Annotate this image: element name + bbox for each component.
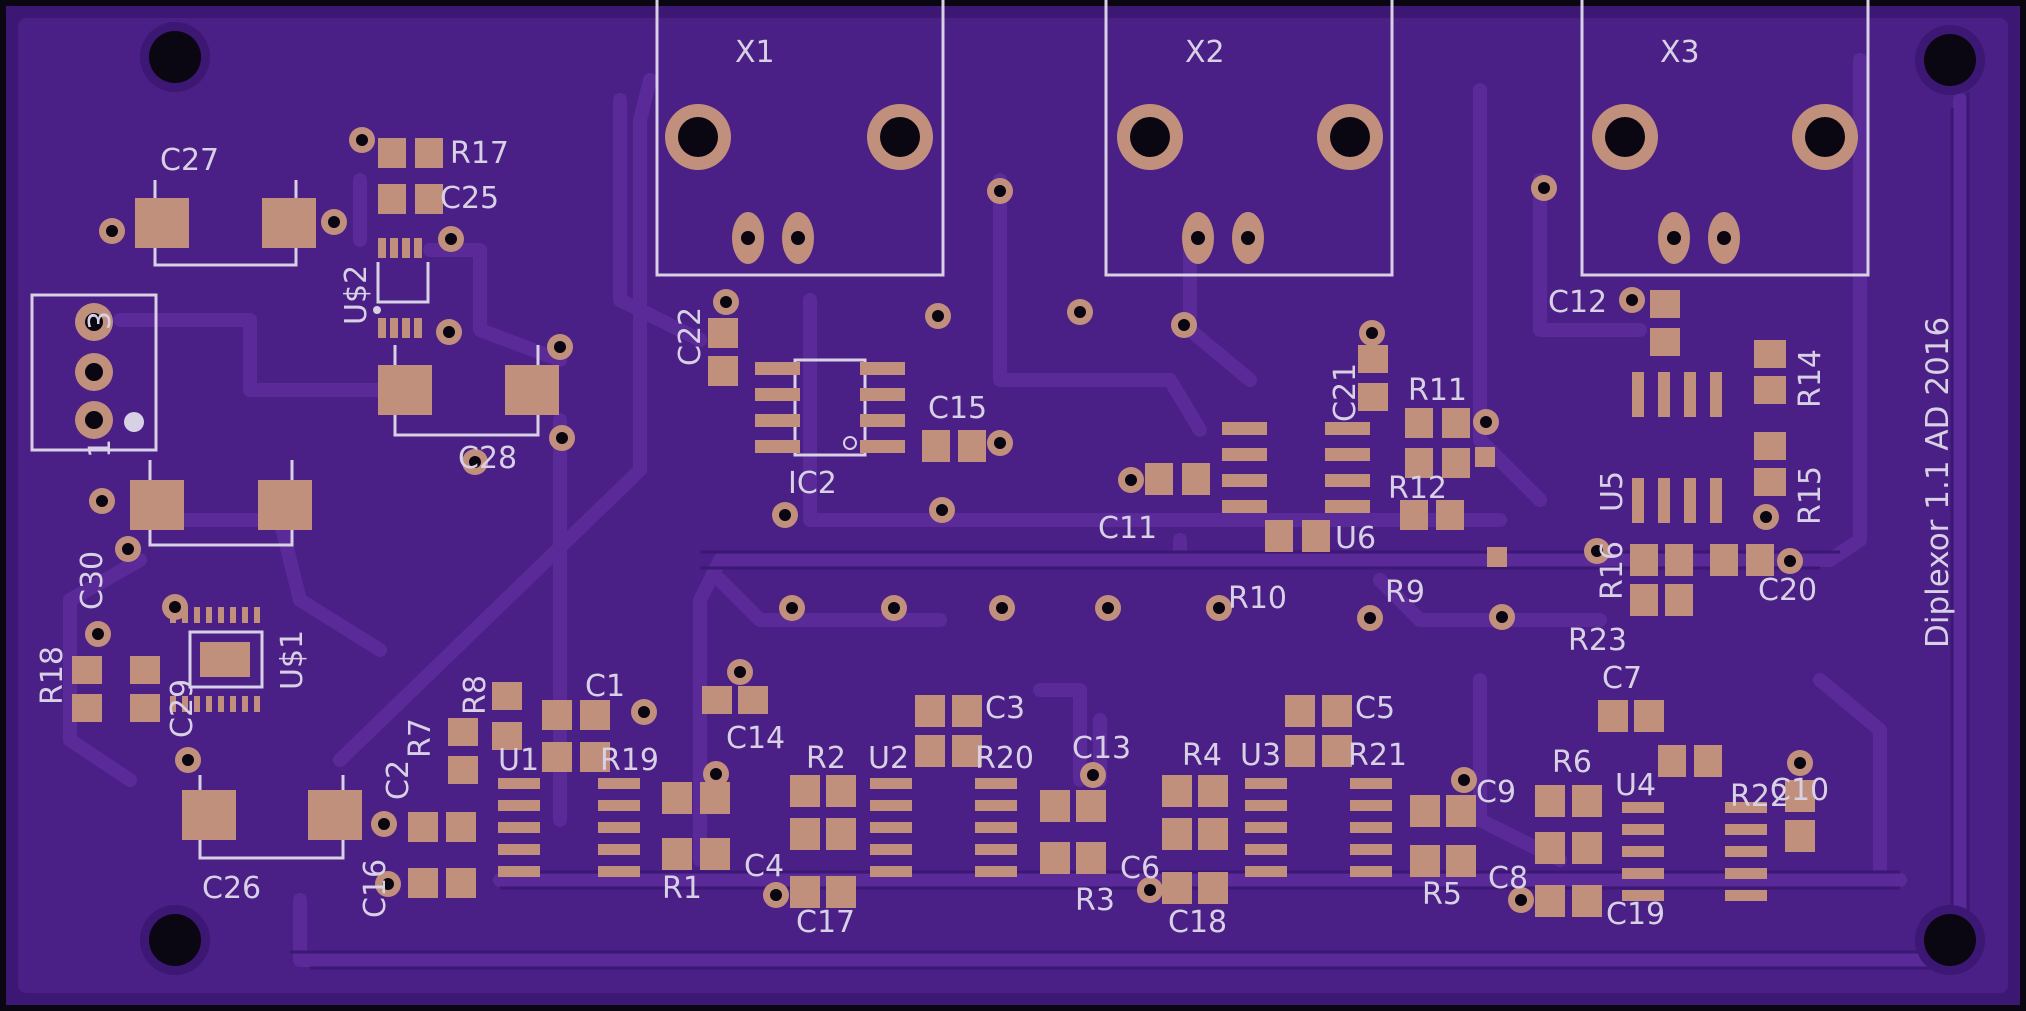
label-c25: C25 <box>440 181 499 216</box>
label-u4: U4 <box>1615 768 1656 803</box>
label-c1: C1 <box>585 669 625 704</box>
smd-pads <box>72 138 1815 917</box>
mounting-holes <box>140 22 1985 975</box>
label-r7: R7 <box>403 718 438 758</box>
board-title: Diplexor 1.1 AD 2016 <box>1920 317 1956 648</box>
label-c8: C8 <box>1488 861 1528 896</box>
label-c19: C19 <box>1606 897 1665 932</box>
label-r15: R15 <box>1793 466 1828 525</box>
label-r14: R14 <box>1793 349 1828 408</box>
square-via <box>1475 447 1495 467</box>
connector-label-x2: X2 <box>1185 35 1225 70</box>
label-pin1: 1 <box>83 439 118 458</box>
label-r21: R21 <box>1348 738 1407 773</box>
label-c9: C9 <box>1476 775 1516 810</box>
label-r3: R3 <box>1075 883 1115 918</box>
label-c20: C20 <box>1758 573 1817 608</box>
label-c4: C4 <box>744 849 784 884</box>
label-r6: R6 <box>1552 745 1592 780</box>
label-c16: C16 <box>358 859 393 918</box>
connector-pads <box>75 104 1858 439</box>
label-c29: C29 <box>165 679 200 738</box>
connector-drills <box>85 117 1845 429</box>
label-c3: C3 <box>985 691 1025 726</box>
label-c22: C22 <box>673 307 708 366</box>
label-c2: C2 <box>381 760 416 800</box>
label-r18: R18 <box>35 646 70 705</box>
label-c28: C28 <box>458 441 517 476</box>
label-r10: R10 <box>1228 581 1287 616</box>
label-c27: C27 <box>160 143 219 178</box>
label-c12: C12 <box>1548 285 1607 320</box>
label-c13: C13 <box>1072 731 1131 766</box>
label-c10: C10 <box>1770 773 1829 808</box>
label-r2: R2 <box>806 741 846 776</box>
u2-pin1-dot <box>373 306 381 314</box>
label-c26: C26 <box>202 871 261 906</box>
label-u2-mod: U$2 <box>339 265 374 325</box>
label-u5: U5 <box>1595 471 1630 512</box>
label-c18: C18 <box>1168 905 1227 940</box>
label-ic2: IC2 <box>788 466 837 501</box>
label-c14: C14 <box>726 721 785 756</box>
label-u1-mod: U$1 <box>275 630 310 690</box>
via-drills <box>92 134 1806 906</box>
label-pin3: 3 <box>83 311 118 330</box>
label-r12: R12 <box>1388 471 1447 506</box>
label-r22: R22 <box>1730 779 1789 814</box>
connector-label-x3: X3 <box>1660 35 1700 70</box>
connector-label-x1: X1 <box>735 35 775 70</box>
square-via <box>1487 547 1507 567</box>
label-r20: R20 <box>975 741 1034 776</box>
pin1-marker <box>124 412 144 432</box>
label-r9: R9 <box>1385 575 1425 610</box>
ic2-pin1-dot <box>843 436 857 450</box>
label-r8: R8 <box>458 675 493 715</box>
label-c5: C5 <box>1355 691 1395 726</box>
label-c30: C30 <box>75 551 110 610</box>
label-r17: R17 <box>450 136 509 171</box>
label-c17: C17 <box>796 905 855 940</box>
label-u3: U3 <box>1240 738 1281 773</box>
label-r1: R1 <box>662 871 702 906</box>
label-r16: R16 <box>1595 541 1630 600</box>
label-c21: C21 <box>1328 363 1363 422</box>
label-r11: R11 <box>1408 373 1467 408</box>
label-u2: U2 <box>868 741 909 776</box>
label-r5: R5 <box>1422 877 1462 912</box>
label-u1: U1 <box>498 743 539 778</box>
label-r4: R4 <box>1182 738 1222 773</box>
label-u6: U6 <box>1335 521 1376 556</box>
label-r19: R19 <box>600 743 659 778</box>
silkscreen-labels: X1 X2 X3 C27 R17 C25 C28 C26 C22 IC2 C15… <box>35 35 1956 940</box>
label-r23: R23 <box>1568 623 1627 658</box>
label-c7: C7 <box>1602 661 1642 696</box>
label-c6: C6 <box>1120 851 1160 886</box>
label-c11: C11 <box>1098 511 1157 546</box>
label-c15: C15 <box>928 391 987 426</box>
